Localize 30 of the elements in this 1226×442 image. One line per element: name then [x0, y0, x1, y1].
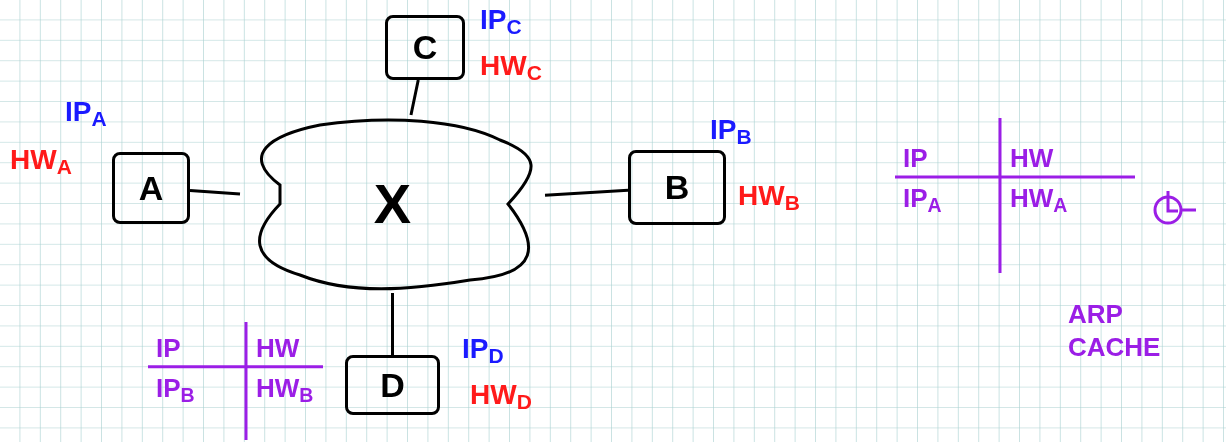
ip-address-label: IP$_{B}$	[710, 116, 752, 144]
host-label: D	[380, 364, 405, 406]
table-entry: IP$_{B}$	[156, 374, 195, 401]
connector-line	[189, 189, 241, 196]
connector-line	[544, 188, 629, 197]
hardware-address-label: HW$_{A}$	[10, 146, 72, 174]
column-header: HW	[256, 334, 300, 361]
connector-line	[409, 79, 420, 116]
host-label: C	[412, 27, 438, 68]
hardware-address-label: HW$_{C}$	[480, 52, 542, 80]
host-box	[385, 15, 465, 80]
ip-address-label: IP$_{D}$	[462, 335, 504, 363]
column-header: IP	[156, 334, 181, 361]
host-label: B	[664, 167, 690, 208]
host-box	[345, 355, 440, 415]
ip-address-label: IP$_{A}$	[65, 98, 107, 126]
column-header: IP	[903, 144, 928, 171]
host-box	[628, 150, 726, 225]
host-label: A	[138, 167, 164, 209]
host-box	[112, 152, 190, 224]
table-entry: HW$_{A}$	[1010, 184, 1068, 211]
column-header: HW	[1010, 144, 1054, 171]
table-entry: HW$_{B}$	[256, 374, 314, 401]
hardware-address-label: HW$_{D}$	[470, 381, 532, 409]
ip-address-label: IP$_{C}$	[480, 6, 522, 34]
cloud-label: X	[373, 171, 412, 237]
table-entry: IP$_{A}$	[903, 184, 942, 211]
table-caption: ARP CACHE	[1068, 298, 1162, 363]
hardware-address-label: HW$_{B}$	[738, 182, 800, 210]
connector-line	[391, 293, 394, 355]
